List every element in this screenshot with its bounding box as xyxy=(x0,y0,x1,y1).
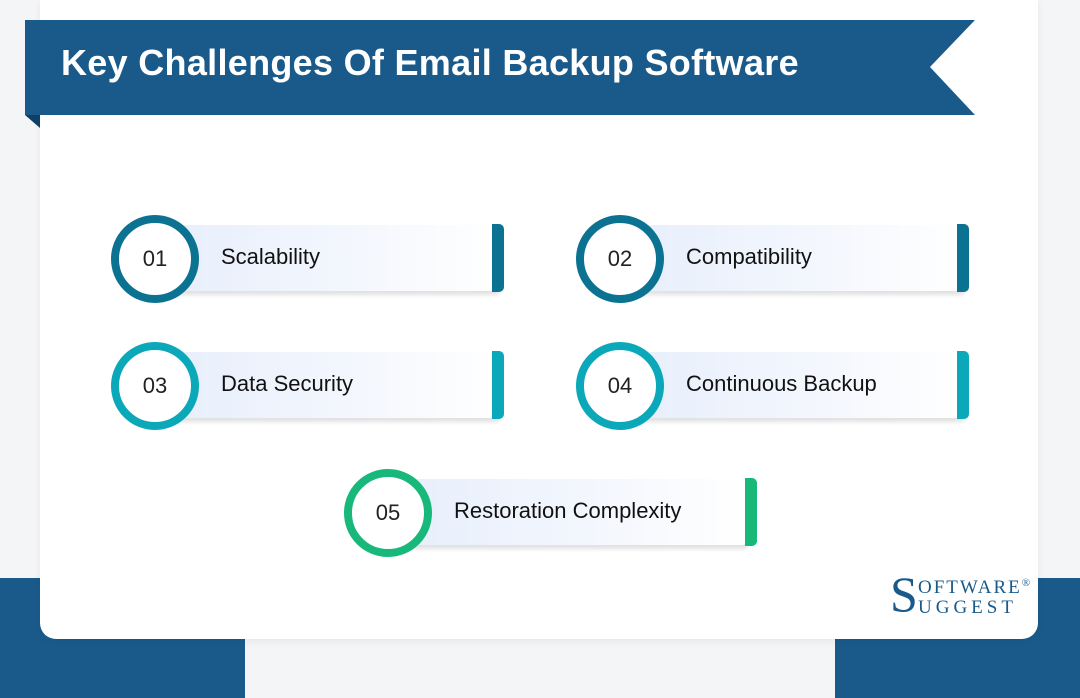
item-number: 01 xyxy=(142,246,168,271)
item-accent-tab xyxy=(492,224,504,292)
item-number: 04 xyxy=(607,373,633,398)
challenge-item-02: 02 Compatibility xyxy=(576,215,976,305)
item-bar xyxy=(153,352,498,418)
page-title: Key Challenges Of Email Backup Software xyxy=(61,42,799,83)
challenge-item-01: 01 Scalability xyxy=(111,215,511,305)
item-bar xyxy=(618,352,963,418)
item-accent-tab xyxy=(492,351,504,419)
item-bar xyxy=(618,225,963,291)
number-ring: 05 xyxy=(344,469,432,557)
item-label: Continuous Backup xyxy=(686,371,877,396)
number-ring: 04 xyxy=(576,342,664,430)
item-number: 05 xyxy=(375,500,401,525)
item-accent-tab xyxy=(957,224,969,292)
logo-word-1: OFTWARE xyxy=(918,577,1022,598)
logo-line-2: UGGEST xyxy=(918,597,1017,618)
item-accent-tab xyxy=(745,478,757,546)
challenge-item-05: 05 Restoration Complexity xyxy=(344,469,764,559)
item-label: Restoration Complexity xyxy=(454,498,682,523)
challenge-item-04: 04 Continuous Backup xyxy=(576,342,976,432)
title-ribbon: Key Challenges Of Email Backup Software xyxy=(25,20,975,128)
logo-initial: S xyxy=(890,566,918,622)
item-number: 02 xyxy=(607,246,633,271)
item-label: Data Security xyxy=(221,371,354,396)
item-label: Scalability xyxy=(221,244,321,269)
logo-line-1: OFTWARE® xyxy=(918,577,1032,599)
item-label: Compatibility xyxy=(686,244,812,269)
number-ring: 01 xyxy=(111,215,199,303)
ribbon-shape xyxy=(25,20,975,128)
item-bar xyxy=(153,225,498,291)
registered-mark: ® xyxy=(1021,577,1033,589)
number-ring: 03 xyxy=(111,342,199,430)
number-ring: 02 xyxy=(576,215,664,303)
item-number: 03 xyxy=(142,373,168,398)
item-bar xyxy=(386,479,746,545)
challenge-item-03: 03 Data Security xyxy=(111,342,511,432)
item-accent-tab xyxy=(957,351,969,419)
